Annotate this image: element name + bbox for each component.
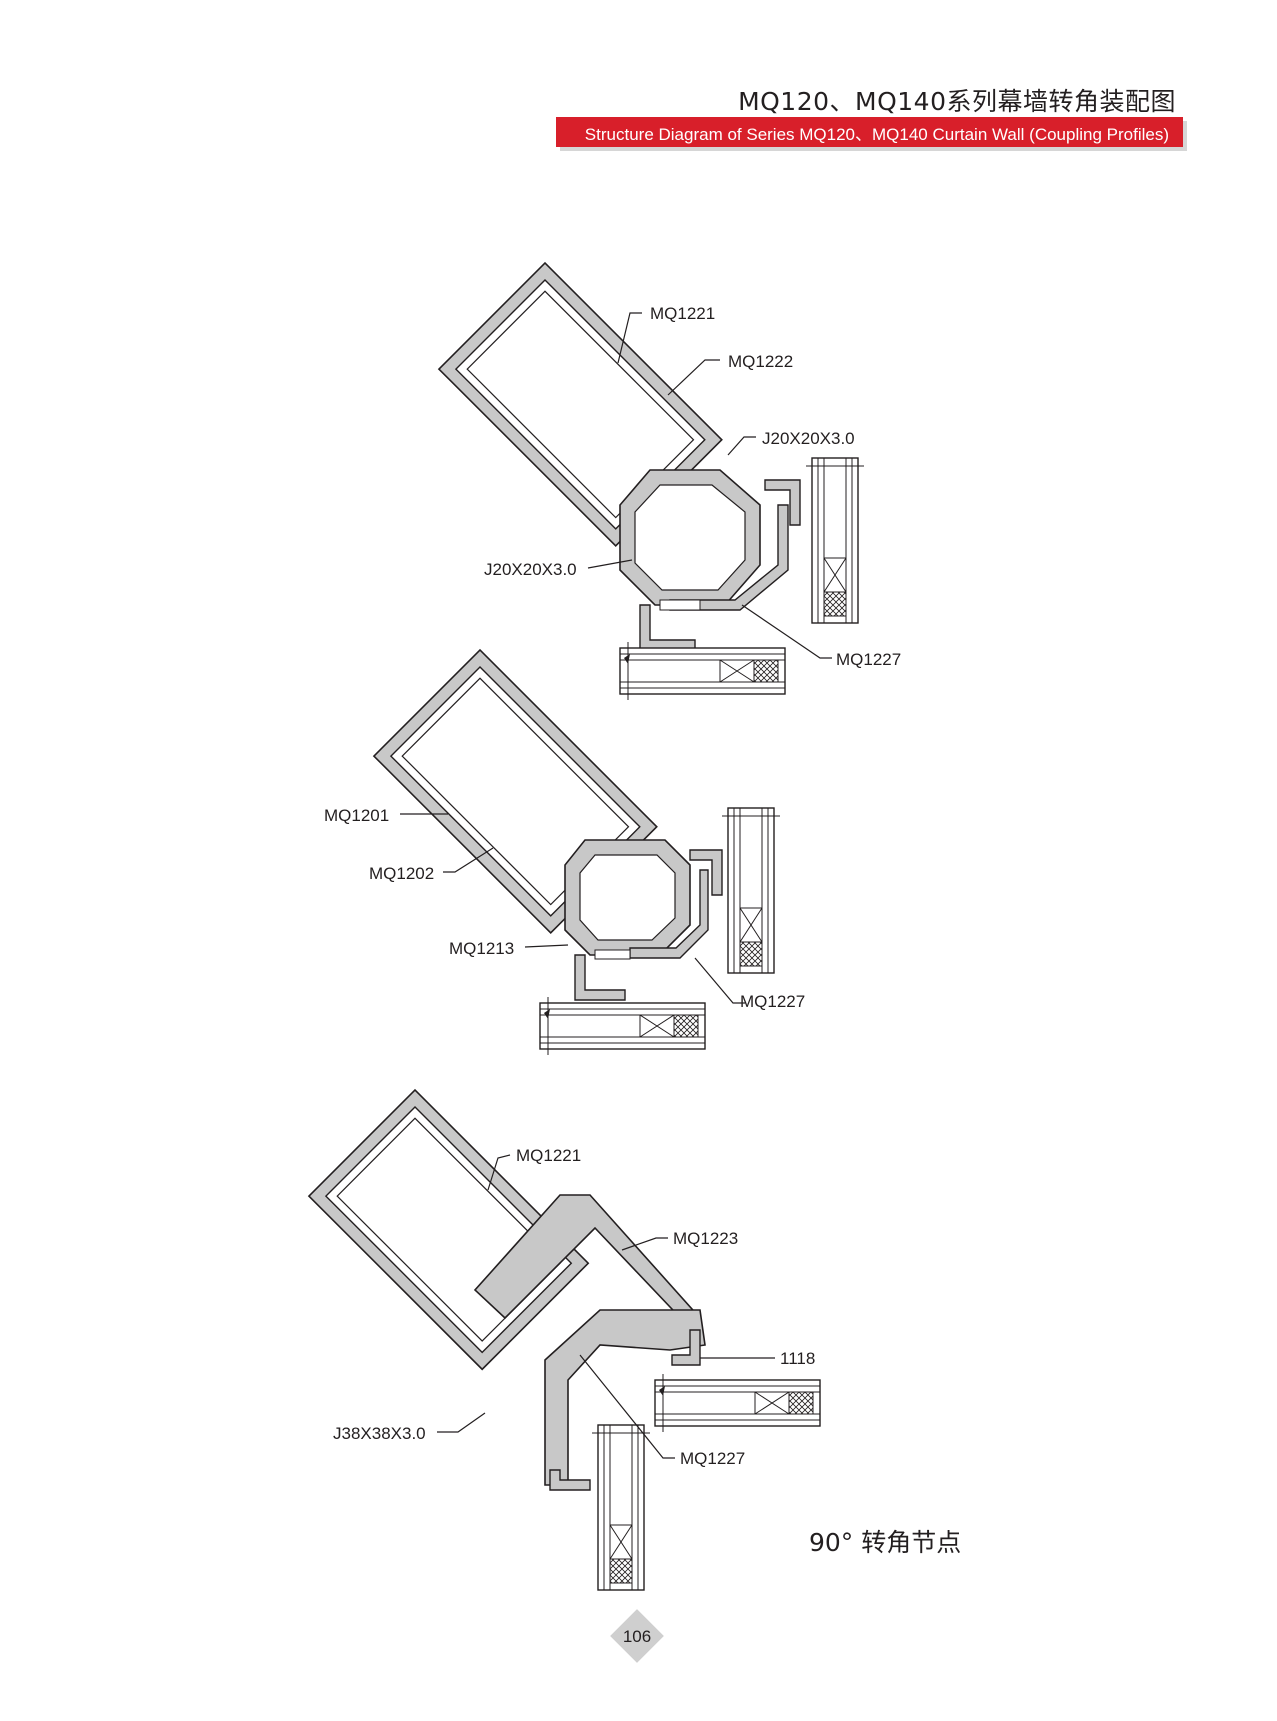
label-mq1221-top: MQ1221 — [650, 304, 716, 323]
page-number: 106 — [622, 1627, 652, 1646]
page-subtitle: Structure Diagram of Series MQ120、MQ140 … — [584, 125, 1169, 144]
label-mq1222: MQ1222 — [728, 352, 794, 371]
label-mq1221-bottom: MQ1221 — [516, 1146, 582, 1165]
title-banner — [556, 117, 1183, 147]
page-title: MQ120、MQ140系列幕墙转角装配图 — [738, 87, 1176, 116]
label-j20x20x3-left: J20X20X3.0 — [484, 560, 577, 579]
detail-3-section — [307, 1088, 821, 1591]
detail-1-section — [437, 261, 865, 701]
corner-node-caption: 90° 转角节点 — [809, 1528, 962, 1557]
label-mq1201: MQ1201 — [324, 806, 390, 825]
label-1118: 1118 — [780, 1349, 816, 1368]
label-mq1223: MQ1223 — [673, 1229, 739, 1248]
label-j38x38x3: J38X38X3.0 — [333, 1424, 426, 1443]
page-number-badge: 106 — [610, 1609, 664, 1663]
label-mq1227-middle: MQ1227 — [740, 992, 806, 1011]
label-j20x20x3-right: J20X20X3.0 — [762, 429, 855, 448]
label-mq1202: MQ1202 — [369, 864, 435, 883]
label-mq1227-top: MQ1227 — [836, 650, 902, 669]
detail-2-section — [372, 648, 781, 1056]
label-mq1213: MQ1213 — [449, 939, 515, 958]
label-mq1227-bottom: MQ1227 — [680, 1449, 746, 1468]
